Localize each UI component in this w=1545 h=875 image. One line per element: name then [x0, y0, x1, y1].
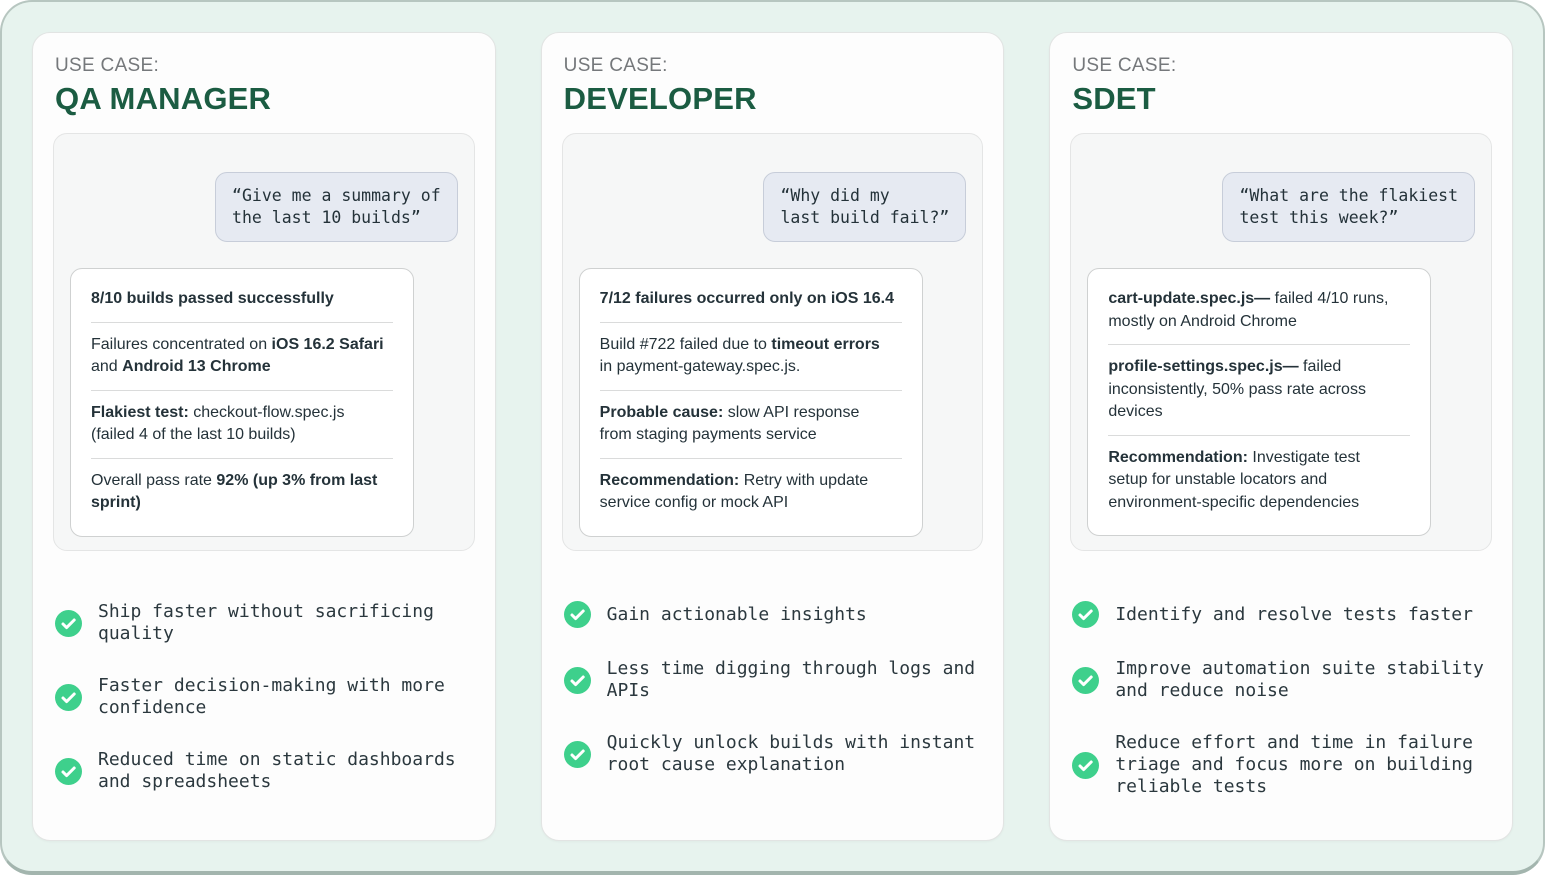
- check-icon: [1072, 601, 1100, 628]
- answer-row: 8/10 builds passed successfully: [91, 286, 393, 322]
- answer-divider: [1108, 344, 1411, 345]
- check-icon: [563, 601, 591, 628]
- check-icon: [563, 666, 591, 694]
- benefit-text: Gain actionable insights: [606, 603, 867, 625]
- answer-segment: Failures concentrated on: [91, 335, 272, 353]
- answer-row: Failures concentrated on iOS 16.2 Safari…: [91, 323, 393, 390]
- benefit-text: Ship faster without sacrificing quality: [98, 601, 434, 644]
- benefit-item: Improve automation suite stability and r…: [1072, 658, 1490, 702]
- answer-row: profile-settings.spec.js— failed inconsi…: [1108, 345, 1410, 435]
- answer-segment: Retry with update service config or mock…: [599, 471, 869, 512]
- chat-mockup: “What are the flakiest test this week?” …: [1070, 133, 1493, 551]
- check-icon: [55, 683, 82, 711]
- answer-divider: [599, 389, 902, 391]
- answer-divider: [1108, 434, 1411, 436]
- use-case-kicker: USE CASE:: [55, 55, 160, 76]
- benefit-item: Gain actionable insights: [563, 601, 982, 628]
- answer-segment: cart-update.spec.js—: [1108, 290, 1271, 307]
- benefit-item: Ship faster without sacrificing quality: [55, 601, 473, 645]
- answer-row: Flakiest test: checkout-flow.spec.js (fa…: [91, 391, 393, 458]
- benefit-text: Identify and resolve tests faster: [1115, 603, 1473, 625]
- ai-answer-card: cart-update.spec.js— failed 4/10 runs, m…: [1087, 268, 1432, 536]
- answer-divider: [91, 457, 393, 459]
- chat-mockup: “Why did my last build fail?” 7/12 failu…: [561, 133, 984, 551]
- answer-segment: timeout errors: [771, 335, 880, 353]
- answer-segment: Build #722 failed due to: [599, 335, 772, 353]
- answer-row: Recommendation: Retry with update servic…: [600, 459, 902, 519]
- answer-segment: 7/12 failures occurred only on iOS 16.4: [599, 290, 895, 307]
- benefit-text: Reduced time on static dashboards and sp…: [98, 749, 456, 792]
- answer-segment: checkout-flow.spec.js (failed 4 of the l…: [91, 403, 345, 444]
- user-question-bubble: “Why did my last build fail?”: [763, 172, 967, 242]
- answer-row: Overall pass rate 92% (up 3% from last s…: [91, 459, 393, 519]
- use-case-card: USE CASE: QA MANAGER “Give me a summary …: [32, 32, 496, 841]
- benefit-item: Reduced time on static dashboards and sp…: [55, 749, 473, 793]
- use-case-title: QA MANAGER: [55, 81, 272, 116]
- answer-segment: Recommendation:: [599, 471, 740, 489]
- use-case-title: SDET: [1072, 81, 1156, 116]
- answer-row: Build #722 failed due to timeout errors …: [600, 323, 902, 390]
- answer-segment: 8/10 builds passed successfully: [91, 290, 334, 307]
- answer-segment: and: [91, 358, 118, 375]
- use-case-card: USE CASE: SDET “What are the flakiest te…: [1049, 32, 1514, 841]
- answer-divider: [91, 389, 393, 391]
- answer-segment: profile-settings.spec.js—: [1108, 358, 1299, 375]
- answer-segment: in payment-gateway.spec.js.: [599, 358, 801, 375]
- benefit-text: Reduce effort and time in failure triage…: [1115, 732, 1473, 797]
- benefit-text: Faster decision-making with more confide…: [98, 675, 445, 718]
- answer-segment: failed inconsistently, 50% pass rate acr…: [1108, 358, 1366, 420]
- use-case-kicker: USE CASE:: [563, 55, 668, 76]
- benefit-item: Less time digging through logs and APIs: [563, 658, 982, 702]
- answer-segment: Flakiest test:: [91, 403, 189, 421]
- user-question-bubble: “What are the flakiest test this week?”: [1222, 172, 1476, 242]
- check-icon: [1072, 666, 1100, 694]
- answer-segment: Investigate test setup for unstable loca…: [1108, 448, 1360, 511]
- answer-divider: [599, 321, 902, 323]
- benefit-item: Reduce effort and time in failure triage…: [1072, 732, 1490, 798]
- use-case-card: USE CASE: DEVELOPER “Why did my last bui…: [540, 32, 1005, 841]
- benefit-text: Less time digging through logs and APIs: [606, 658, 976, 701]
- benefit-item: Faster decision-making with more confide…: [55, 675, 473, 719]
- use-case-kicker: USE CASE:: [1072, 55, 1177, 76]
- benefit-item: Quickly unlock builds with instant root …: [563, 732, 982, 776]
- answer-row: 7/12 failures occurred only on iOS 16.4: [600, 286, 902, 322]
- chat-mockup: “Give me a summary of the last 10 builds…: [53, 133, 475, 551]
- answer-segment: Probable cause:: [599, 403, 724, 421]
- answer-segment: 92% (up 3% from last sprint): [91, 471, 378, 512]
- check-icon: [55, 609, 82, 637]
- benefit-item: Identify and resolve tests faster: [1072, 601, 1490, 628]
- answer-segment: slow API response from staging payments …: [599, 403, 860, 444]
- answer-segment: Recommendation:: [1108, 448, 1248, 466]
- answer-segment: failed 4/10 runs, mostly on Android Chro…: [1108, 290, 1389, 330]
- answer-divider: [91, 321, 393, 323]
- user-question-bubble: “Give me a summary of the last 10 builds…: [215, 172, 458, 242]
- use-case-title: DEVELOPER: [563, 81, 757, 116]
- answer-segment: Overall pass rate: [91, 471, 217, 489]
- answer-segment: Android 13 Chrome: [122, 358, 271, 375]
- check-icon: [563, 740, 591, 768]
- check-icon: [1072, 751, 1100, 779]
- answer-segment: iOS 16.2 Safari: [271, 335, 384, 353]
- answer-divider: [599, 457, 902, 459]
- answer-row: Recommendation: Investigate test setup f…: [1108, 436, 1410, 519]
- check-icon: [55, 757, 82, 785]
- benefit-text: Improve automation suite stability and r…: [1115, 658, 1484, 701]
- answer-row: cart-update.spec.js— failed 4/10 runs, m…: [1108, 286, 1410, 344]
- benefit-text: Quickly unlock builds with instant root …: [606, 732, 976, 775]
- answer-row: Probable cause: slow API response from s…: [600, 391, 902, 458]
